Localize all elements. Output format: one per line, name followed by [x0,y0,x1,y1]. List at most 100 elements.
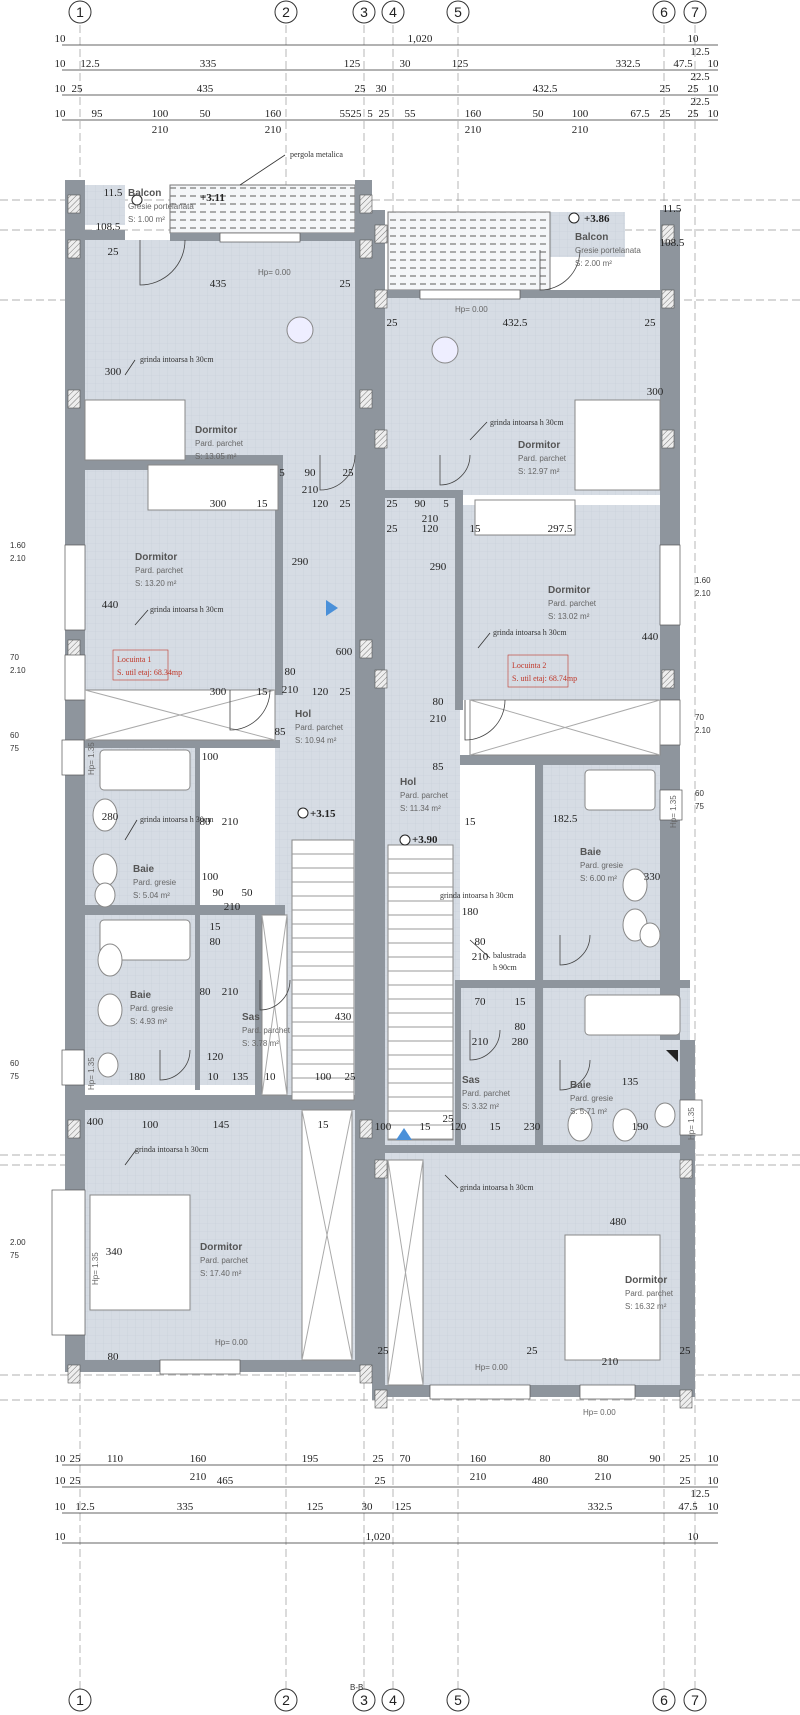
notes-label: Hp= 0.00 [583,1408,616,1417]
dims-interior-label: 210 [422,513,439,525]
dims-bottom-label: 10 [688,1531,700,1543]
dims-interior-label: 300 [210,498,227,510]
window [419,289,521,300]
grid-axis-bubble [68,0,92,24]
sill-height-label: Hp= 1.35 [91,1252,100,1285]
dims-interior-label: 11.5 [663,203,682,215]
door-swing[interactable] [539,249,581,291]
rooms-label: Balcon [128,188,161,199]
dims-interior-label: 80 [108,1351,120,1363]
dims-interior-label: 210 [602,1356,619,1368]
grid-axis-bubble [274,1688,298,1712]
rooms-label: Pard. parchet [400,791,449,800]
dims-interior-label: 80 [433,696,445,708]
rooms-label: S: 3.32 m² [462,1102,499,1111]
dims-interior-label: 15 [210,921,222,933]
dims-bottom-label: 332.5 [588,1501,613,1513]
dims-interior-label: 400 [87,1116,104,1128]
grid-axis-bubble [381,1688,405,1712]
dims-interior-label: 432.5 [503,317,528,329]
bed [89,1194,191,1311]
dimension-lines [62,44,718,1544]
leader-arrow [469,939,491,959]
dims-interior-label: 80 [475,936,487,948]
rooms-label: Dormitor [195,425,237,436]
dims-interior-label: 25 [680,1345,692,1357]
column [359,389,373,409]
staircase[interactable] [387,844,454,1141]
dims-interior-label: 135 [232,1071,249,1083]
dims-top-label: 100 [152,108,169,120]
wall [85,1095,357,1110]
dims-interior-label: 85 [275,726,287,738]
door-swing[interactable] [464,699,506,741]
dims-top-label: 10 [55,58,67,70]
window [679,1099,703,1136]
door-swing[interactable] [259,979,291,1011]
dims-interior-label: 210 [472,1036,489,1048]
rooms-label: S: 16.32 m² [625,1302,667,1311]
notes-label: Hp= 0.00 [455,305,488,314]
dims-interior-label: 80 [200,986,212,998]
grid-axis-bubble [274,0,298,24]
windows-label: 1.60 [695,576,711,585]
dims-interior-label: 10 [208,1071,220,1083]
rooms-label: Baie [130,990,152,1001]
door-swing[interactable] [439,454,471,486]
column [359,1364,373,1384]
dims-bottom-label: 10 [708,1501,720,1513]
sill-height-label: Hp= 1.35 [87,1057,96,1090]
dims-bottom-label: 1,020 [366,1531,391,1543]
column [374,289,388,309]
door-swing[interactable] [229,689,271,731]
dims-top-label: 10 [708,83,720,95]
dims-interior-label: 120 [207,1051,224,1063]
dims-bottom-label: 80 [540,1453,552,1465]
door-swing[interactable] [159,1049,191,1081]
door-swing[interactable] [139,239,186,286]
dims-bottom-label: 25 [680,1475,692,1487]
dims-interior-label: 210 [430,713,447,725]
sink [92,853,118,887]
rooms-label: Pard. parchet [295,723,344,732]
sink [92,798,118,832]
door-swing[interactable] [559,1059,591,1091]
dims-top-label: 1,020 [408,33,433,45]
rooms-label: Gresie portelanata [575,246,641,255]
dims-interior-label: 290 [292,556,309,568]
window [51,1189,86,1336]
grid-axis-label: 6 [660,1692,668,1708]
dims-top-label: 22.5 [690,96,710,108]
dims-bottom-label: 210 [470,1471,487,1483]
sink [622,868,648,902]
window [159,1359,241,1375]
dims-interior-label: 100 [375,1121,392,1133]
windows-label: 60 [10,731,19,740]
rooms-label: S: 13.02 m² [548,612,590,621]
door-swing[interactable] [559,934,591,966]
unit-area-box [112,649,169,681]
dims-bottom-label: 10 [55,1475,67,1487]
column [374,669,388,689]
dims-interior-label: 25 [387,523,399,535]
dims-bottom-label: 10 [708,1475,720,1487]
column [661,224,675,244]
windows-label: 2.00 [10,1238,26,1247]
wall [85,740,280,748]
rooms-label: Pard. gresie [580,861,624,870]
door-swing[interactable] [469,1029,501,1061]
rooms-label: Hol [400,777,416,788]
dims-interior-label: 145 [213,1119,230,1131]
dims-interior-label: 80 [285,666,297,678]
dims-interior-label: 10 [265,1071,277,1083]
dims-top-label: 25 [688,108,700,120]
staircase[interactable] [291,839,355,1101]
dims-bottom-label: 10 [55,1501,67,1513]
door-swing[interactable] [319,454,356,491]
desk-chair [286,316,314,344]
column [679,1389,693,1409]
elevations-label: +3.86 [584,213,610,225]
dims-top-label: 210 [265,124,282,136]
rooms-label: S: 13.05 m² [195,452,237,461]
dims-top-label: 210 [465,124,482,136]
